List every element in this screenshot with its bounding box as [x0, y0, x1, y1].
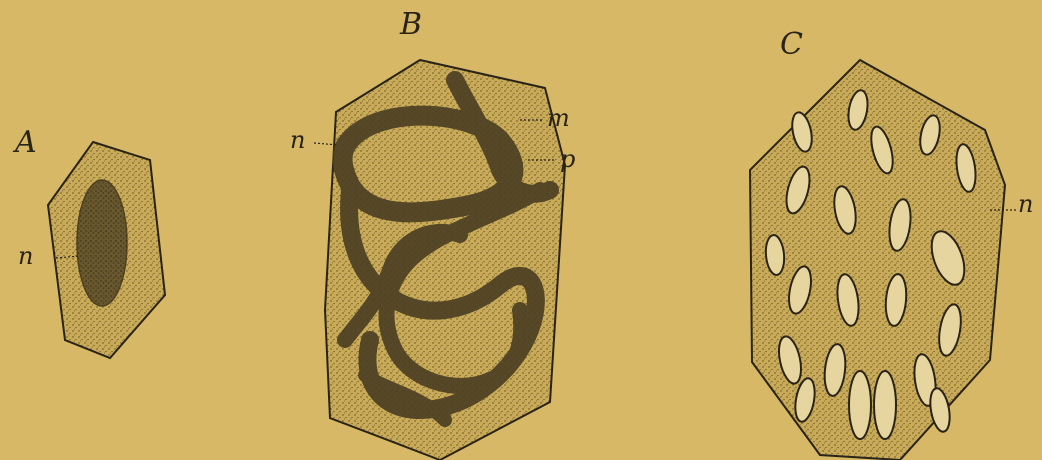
cell-b-p-label: p [560, 147, 575, 171]
cell-b-m-label: m [547, 106, 570, 130]
chromosome [849, 371, 871, 439]
cell-a-nucleus-label: n [18, 244, 33, 268]
cell-b-nucleus-label: n [290, 128, 305, 152]
panel-label-b: B [400, 10, 422, 40]
cell-c [750, 60, 1005, 460]
chromosome [874, 371, 896, 439]
panel-label-a: A [15, 128, 37, 158]
cell-a-nucleus [77, 180, 127, 306]
panel-label-c: C [780, 30, 803, 60]
cell-c-nucleus-label: n [1018, 192, 1033, 216]
cell-a [48, 142, 165, 358]
